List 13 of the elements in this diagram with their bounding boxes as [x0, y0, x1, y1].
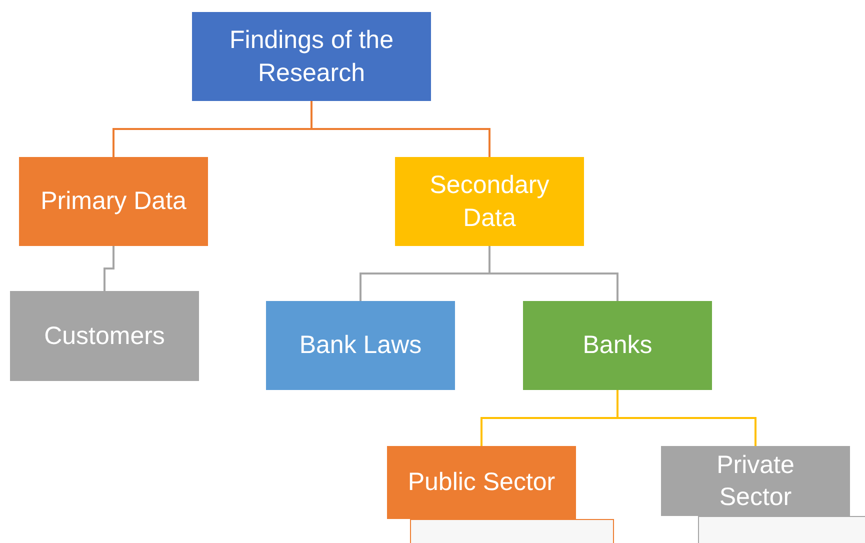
connector-line	[104, 246, 114, 291]
org-chart-box: Private Sector	[661, 446, 850, 516]
org-chart-box: Findings of the Research	[192, 12, 431, 101]
connector-line	[488, 246, 618, 301]
org-chart-box: Customers	[10, 291, 199, 381]
empty-box	[410, 519, 614, 543]
org-chart-box: Primary Data	[19, 157, 208, 246]
connector-line	[310, 101, 490, 157]
org-chart-box: Banks	[523, 301, 712, 390]
org-chart-box: Secondary Data	[395, 157, 584, 246]
empty-box	[698, 516, 865, 543]
org-chart-box: Public Sector	[387, 446, 576, 519]
org-chart-box: Bank Laws	[266, 301, 455, 390]
